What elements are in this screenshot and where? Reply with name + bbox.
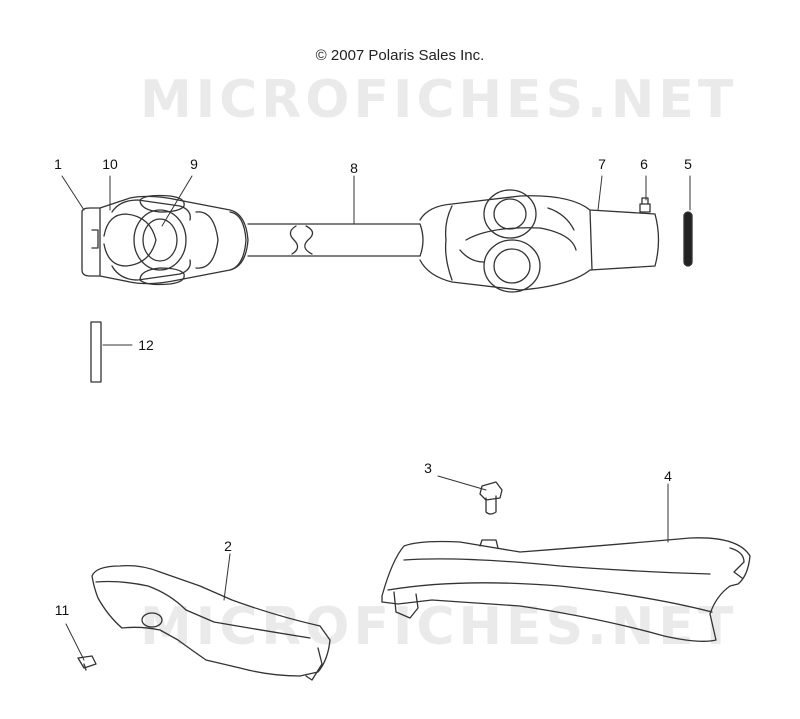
left-yoke-assembly <box>81 194 249 286</box>
callout-4: 4 <box>664 468 672 484</box>
callout-9: 9 <box>190 156 198 172</box>
callout-5: 5 <box>684 156 692 172</box>
callout-7: 7 <box>598 156 606 172</box>
callout-1: 1 <box>54 156 62 172</box>
callout-11: 11 <box>54 602 70 618</box>
callout-12: 12 <box>138 337 154 353</box>
watermark-top: MICROFICHES.NET <box>140 70 738 130</box>
callout-2: 2 <box>224 538 232 554</box>
strip-part <box>90 321 102 383</box>
left-shaft-guard <box>91 564 331 681</box>
small-bolt <box>77 655 97 671</box>
right-yoke-assembly <box>419 189 660 293</box>
leader-lines <box>61 175 691 661</box>
callout-3: 3 <box>424 460 432 476</box>
callout-8: 8 <box>350 160 358 176</box>
callout-6: 6 <box>640 156 648 172</box>
grease-fitting <box>639 197 651 213</box>
right-shaft-guard <box>381 537 751 642</box>
spring-pin <box>683 211 693 267</box>
copyright-text: © 2007 Polaris Sales Inc. <box>315 47 485 64</box>
callout-10: 10 <box>102 156 118 172</box>
flange-bolt <box>479 481 503 515</box>
drive-shaft-tube <box>247 223 424 257</box>
watermark-bottom: MICROFICHES.NET <box>140 597 738 657</box>
